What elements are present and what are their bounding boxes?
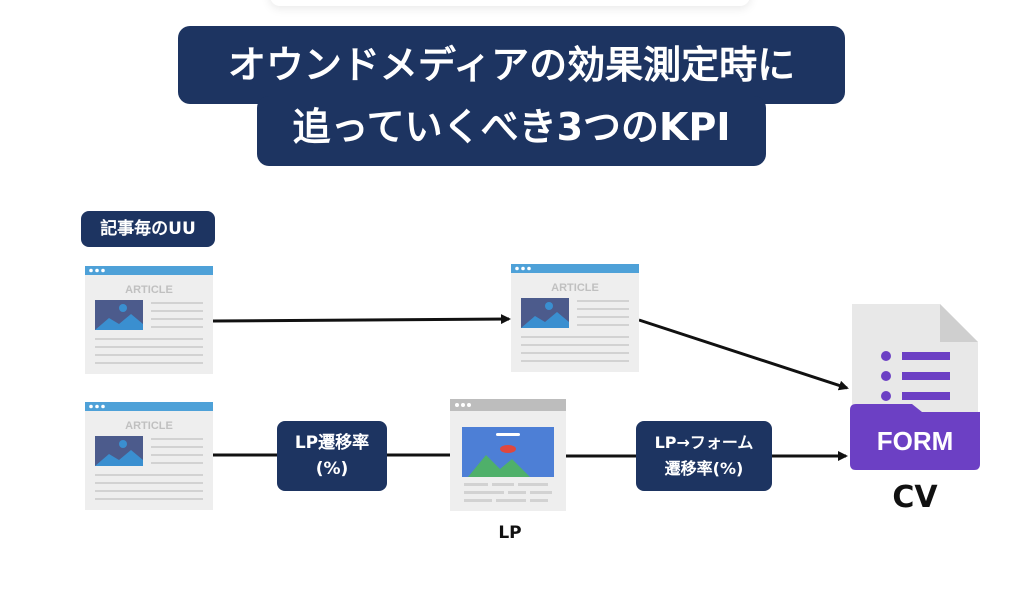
lp-rate-line-1: LP遷移率	[294, 433, 370, 453]
form-text: FORM	[877, 426, 954, 456]
svg-text:ARTICLE: ARTICLE	[125, 420, 173, 432]
article-icon: ARTICLE	[85, 402, 213, 510]
svg-text:ARTICLE: ARTICLE	[551, 282, 599, 294]
lp-transition-rate-label: LP遷移率 (%)	[277, 421, 387, 491]
top-card-edge	[270, 0, 750, 6]
form-rate-line-1: LP→フォーム	[654, 433, 754, 452]
cv-label: CV	[892, 480, 938, 515]
uu-label: 記事毎のUU	[81, 211, 215, 247]
landing-page-icon	[450, 399, 566, 511]
arrow-article-to-article	[212, 314, 511, 325]
svg-text:ARTICLE: ARTICLE	[125, 284, 173, 296]
article-icon: ARTICLE	[85, 266, 213, 374]
title-line-1: オウンドメディアの効果測定時に	[178, 26, 845, 104]
title-line-2: 追っていくべき3つのKPI	[257, 96, 766, 166]
form-document-icon: FORM	[850, 304, 980, 470]
form-transition-rate-label: LP→フォーム 遷移率(%)	[636, 421, 772, 491]
article-icon: ARTICLE	[511, 264, 639, 372]
lp-label: LP	[498, 523, 522, 543]
arrow-article-to-form	[638, 318, 849, 391]
form-rate-line-2: 遷移率(%)	[664, 459, 744, 478]
lp-rate-line-2: (%)	[315, 459, 349, 479]
